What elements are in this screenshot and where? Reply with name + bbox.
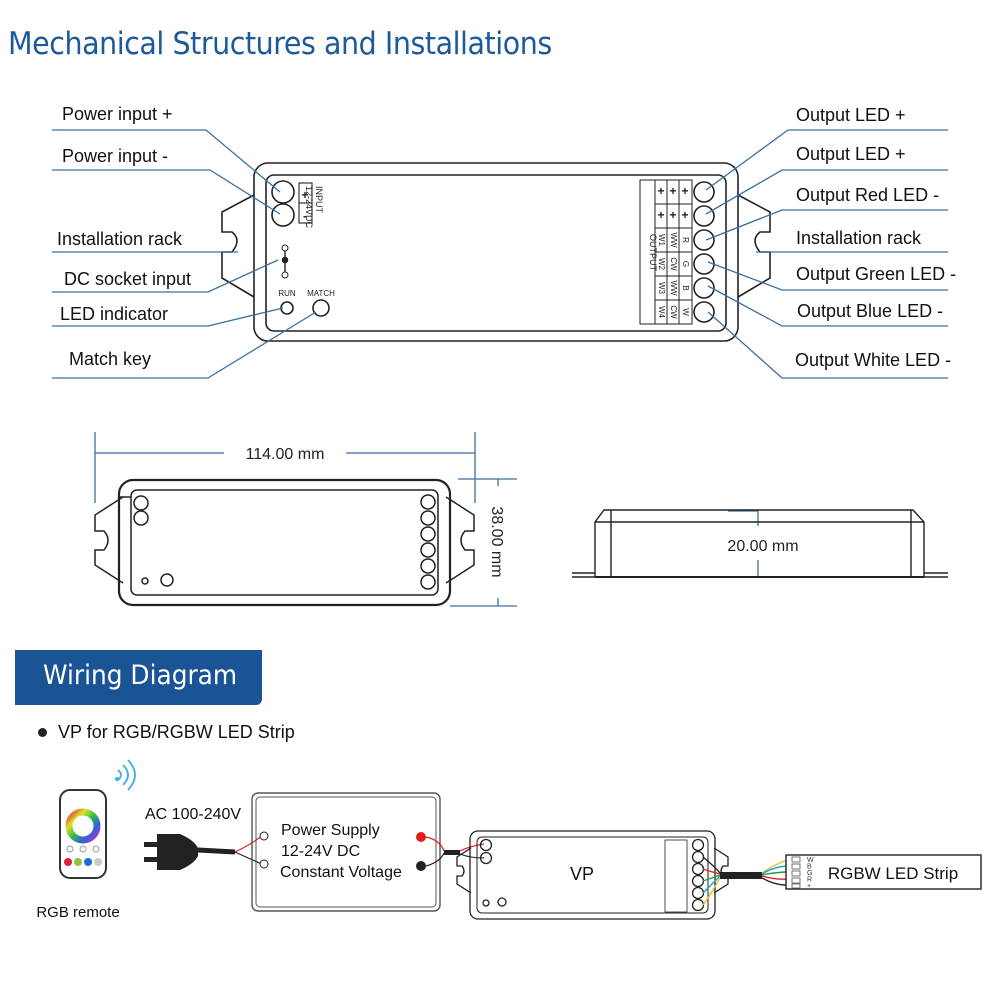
wiring-diagram-title: Wiring Diagram [43, 660, 238, 691]
power-supply [251, 792, 485, 912]
callout-output-blue-led: Output Blue LED - [797, 301, 944, 321]
output-table-cell: WW [669, 232, 678, 248]
controller-top-view [221, 162, 771, 342]
power-input-plus-terminal [271, 180, 295, 204]
output-table-cell: W4 [657, 306, 666, 319]
controller-dimension-view [94, 478, 475, 607]
input-minus-sign: - [303, 209, 307, 223]
remote-color-button [94, 858, 102, 866]
callout-match-key: Match key [69, 349, 152, 369]
remote-label: RGB remote [36, 904, 119, 921]
callout-installation-rack-left: Installation rack [57, 229, 183, 249]
output-label: OUTPUT [648, 234, 658, 272]
output-leads [702, 856, 791, 906]
callout-output-white-led: Output White LED - [795, 350, 952, 370]
callout-power-input-plus: Power input + [62, 104, 173, 124]
callout-output-led-plus-2: Output LED + [796, 144, 906, 164]
output-table-cell: + [669, 184, 676, 198]
callout-output-red-led: Output Red LED - [796, 185, 940, 205]
output-table-cell: WW [669, 280, 678, 296]
strip-pin-label: G [807, 870, 812, 877]
right-mounting-ear [737, 194, 771, 298]
width-dimension: 38.00 mm [488, 506, 505, 577]
callout-led-indicator: LED indicator [60, 304, 169, 324]
inner-panel [265, 174, 727, 332]
remote-color-button [84, 858, 92, 866]
controller-side-view [572, 509, 948, 578]
wiring-subtitle: VP for RGB/RGBW LED Strip [58, 722, 295, 742]
output-table-cell: + [657, 184, 664, 198]
output-table-cell: W3 [657, 282, 666, 295]
output-table-cell: + [657, 208, 664, 222]
remote-color-button [74, 858, 82, 866]
strip-pin-label: B [807, 864, 812, 871]
remote-color-button [64, 858, 72, 866]
output-table-cell: CW [669, 257, 678, 271]
left-mounting-ear [221, 194, 255, 298]
wireless-signal-icon [117, 759, 136, 791]
callout-power-input-minus: Power input - [62, 146, 169, 166]
strip-pin-label: R [807, 877, 812, 884]
power-input-minus-terminal [271, 203, 295, 227]
callout-dc-socket-input: DC socket input [64, 269, 192, 289]
callout-output-led-plus-1: Output LED + [796, 105, 906, 125]
output-table-cell: + [681, 208, 688, 222]
psu-line-1: Power Supply [281, 822, 380, 839]
strip-pin-label: W [807, 857, 814, 864]
led-strip [785, 854, 982, 890]
run-label: RUN [278, 289, 296, 298]
output-table-cell: R [681, 237, 690, 243]
ac-voltage-label: AC 100-240V [145, 806, 241, 823]
callout-lines [52, 129, 948, 379]
wiring-diagram-banner: Wiring Diagram [15, 650, 262, 705]
output-table-cell: CW [669, 305, 678, 319]
psu-line-3: Constant Voltage [280, 864, 402, 881]
bullet-icon [38, 728, 47, 737]
rgb-remote [59, 759, 136, 879]
output-table-cell: W [681, 308, 690, 316]
input-voltage-label: 12-24VDC [304, 186, 314, 229]
height-dimension: 20.00 mm [727, 538, 798, 555]
output-table-cell: + [669, 208, 676, 222]
output-table-cell: G [681, 261, 690, 267]
controller-label: VP [570, 864, 594, 884]
match-key [312, 299, 330, 317]
input-plus-sign: + [301, 188, 308, 202]
callout-output-green-led: Output Green LED - [796, 264, 957, 284]
dimension-lines [94, 432, 759, 607]
output-table-cell: + [681, 184, 688, 198]
outer-housing [253, 162, 739, 342]
output-terminals [693, 181, 715, 323]
psu-line-2: 12-24V DC [281, 843, 360, 860]
strip-pin-label: + [807, 883, 811, 890]
callout-installation-rack-right: Installation rack [796, 228, 922, 248]
output-table-cell: B [681, 285, 690, 290]
strip-label: RGBW LED Strip [828, 864, 958, 883]
match-label: MATCH [307, 289, 335, 298]
length-dimension: 114.00 mm [246, 446, 325, 463]
output-table-cell: W1 [657, 234, 666, 247]
ac-plug [144, 834, 263, 870]
input-label: INPUT [314, 186, 324, 214]
page-title: Mechanical Structures and Installations [8, 26, 552, 62]
output-table-cell: W2 [657, 258, 666, 271]
